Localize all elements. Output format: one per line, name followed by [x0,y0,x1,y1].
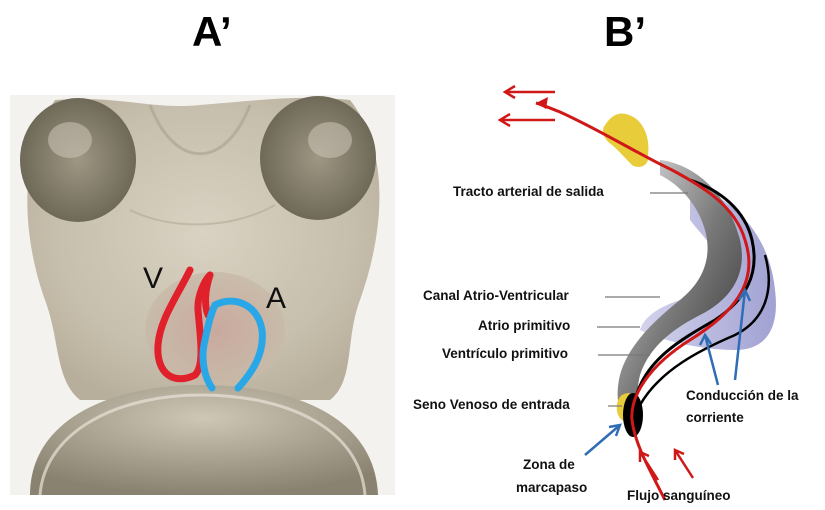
leader-lines [597,193,688,406]
label-zona-2: marcapaso [516,480,587,495]
pacemaker-arrow [585,425,620,455]
label-flujo: Flujo sanguíneo [627,488,731,503]
label-seno-venoso: Seno Venoso de entrada [413,397,570,412]
label-conduccion-2: corriente [686,410,744,425]
label-canal-av: Canal Atrio-Ventricular [423,288,569,303]
label-conduccion-1: Conducción de la [686,388,799,403]
label-tracto-arterial: Tracto arterial de salida [453,184,604,199]
label-atrio: Atrio primitivo [478,318,570,333]
inflow-arrows [640,450,693,480]
label-ventriculo: Ventrículo primitivo [442,346,568,361]
label-zona-1: Zona de [523,457,575,472]
outflow-yellow [603,114,648,167]
